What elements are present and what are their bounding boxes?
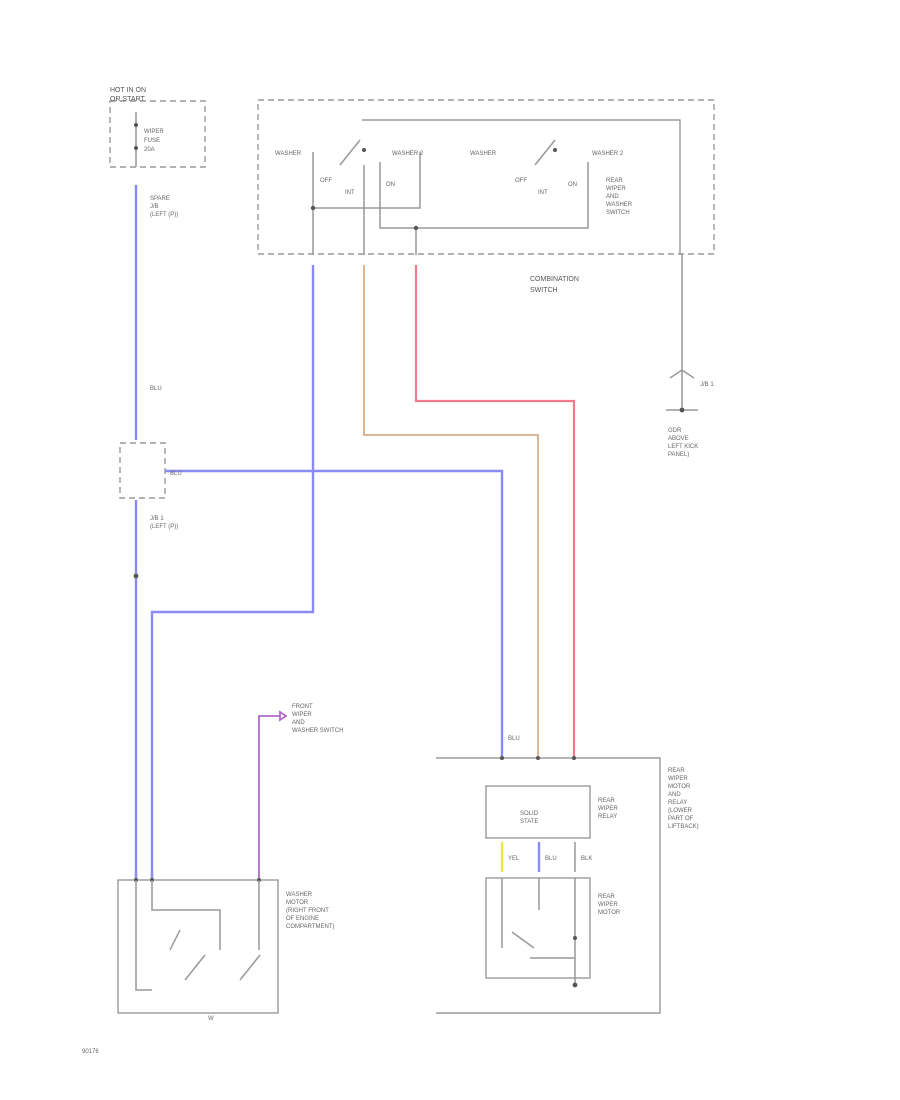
switch-label-washer4: WASHER 2 bbox=[592, 151, 624, 157]
switch-label-on2: ON bbox=[568, 182, 577, 188]
rear-relay-label-2: WIPER bbox=[598, 806, 618, 812]
solid-state-label-2: STATE bbox=[520, 819, 538, 825]
wire-red bbox=[414, 265, 576, 758]
combination-switch-box bbox=[257, 99, 715, 255]
wire-color-blu-3: BLU bbox=[545, 856, 557, 862]
front-washer-label-2: WIPER bbox=[292, 712, 312, 718]
washer-motor-label-2: MOTOR bbox=[286, 900, 309, 906]
switch-label-washer3: WASHER bbox=[470, 151, 497, 157]
rear-motor-relay-label-3: MOTOR bbox=[668, 784, 691, 790]
switch-contact-1 bbox=[339, 139, 361, 166]
jb-label-2: J/B bbox=[150, 204, 159, 210]
jb-label-3: (LEFT (P)) bbox=[150, 212, 178, 218]
washer-motor-label-5: COMPARTMENT) bbox=[286, 924, 334, 930]
washer-motor-box bbox=[117, 879, 279, 1014]
washer-motor-label-1: WASHER bbox=[286, 892, 313, 898]
combination-switch-label-2: SWITCH bbox=[530, 287, 558, 294]
switch-label-off2: OFF bbox=[515, 178, 527, 184]
wire-color-blk: BLK bbox=[581, 856, 592, 862]
fuse-label-1: WIPER bbox=[144, 129, 164, 135]
rear-relay-label-3: RELAY bbox=[598, 814, 617, 820]
switch-line-a bbox=[312, 152, 421, 209]
ground-label-3: LEFT KICK bbox=[668, 444, 698, 450]
washer-internal-2 bbox=[151, 880, 221, 950]
front-washer-label-4: WASHER SWITCH bbox=[292, 728, 343, 734]
fuse-header-label-1: HOT IN ON bbox=[110, 87, 146, 94]
jb1-connector-box bbox=[119, 442, 166, 499]
rear-wiper-motor-bracket bbox=[436, 757, 661, 1014]
washer-bottom-label: W bbox=[208, 1016, 214, 1022]
fuse-label-2: FUSE bbox=[144, 138, 160, 144]
switch-label-washer2: WASHER 2 bbox=[392, 151, 424, 157]
rear-relay-label-1: REAR bbox=[598, 798, 615, 804]
ground-label-1: GDR bbox=[668, 428, 682, 434]
rear-motor-relay-label-5: RELAY bbox=[668, 800, 687, 806]
rear-switch-label-1: REAR bbox=[606, 178, 623, 184]
switch-label-on: ON bbox=[386, 182, 395, 188]
rear-switch-label-5: SWITCH bbox=[606, 210, 630, 216]
figure-id: 90176 bbox=[82, 1049, 99, 1055]
switch-line-b bbox=[379, 162, 589, 229]
washer-motor-label-4: OF ENGINE bbox=[286, 916, 319, 922]
rear-switch-label-4: WASHER bbox=[606, 202, 633, 208]
rear-motor-relay-label-1: REAR bbox=[668, 768, 685, 774]
jb-ground-label: J/B 1 bbox=[700, 382, 714, 388]
fuse-header-label-2: OR START bbox=[110, 96, 145, 103]
wire-blu-washer bbox=[150, 265, 315, 880]
switch-bus-top bbox=[362, 119, 681, 254]
wire-color-blu-4: BLU bbox=[508, 736, 520, 742]
wire-color-yel: YEL bbox=[508, 856, 520, 862]
rear-motor-label-2: WIPER bbox=[598, 902, 618, 908]
wire-color-blu-2: BLU bbox=[170, 471, 182, 477]
rear-motor-label-3: MOTOR bbox=[598, 910, 621, 916]
switch-contact-2 bbox=[534, 139, 556, 166]
washer-internal-1 bbox=[135, 880, 152, 991]
rear-switch-label-2: WIPER bbox=[606, 186, 626, 192]
jb-label-1: SPARE bbox=[150, 196, 170, 202]
rear-wiper-motor-box bbox=[485, 877, 591, 979]
solid-state-label-1: SOLID bbox=[520, 811, 539, 817]
washer-motor-label-3: (RIGHT FRONT bbox=[286, 908, 329, 914]
rear-switch-label-3: AND bbox=[606, 194, 619, 200]
combination-switch-label-1: COMBINATION bbox=[530, 276, 579, 283]
ground-label-2: ABOVE bbox=[668, 436, 689, 442]
wire-purple bbox=[258, 715, 280, 880]
rear-motor-relay-label-7: PART OF bbox=[668, 816, 694, 822]
ground-symbol bbox=[669, 369, 695, 379]
jb1-label-2: (LEFT (P)) bbox=[150, 524, 178, 530]
rear-motor-relay-label-6: (LOWER bbox=[668, 808, 693, 814]
front-washer-label-3: AND bbox=[292, 720, 305, 726]
rear-motor-relay-label-4: AND bbox=[668, 792, 681, 798]
rear-motor-relay-label-8: LIFTBACK) bbox=[668, 824, 699, 830]
rear-motor-relay-label-2: WIPER bbox=[668, 776, 688, 782]
wire-blu-rear-relay bbox=[165, 469, 504, 758]
switch-label-washer: WASHER bbox=[275, 151, 302, 157]
front-washer-label-1: FRONT bbox=[292, 704, 313, 710]
switch-label-off: OFF bbox=[320, 178, 332, 184]
fuse-label-3: 20A bbox=[144, 147, 155, 153]
switch-label-int2: INT bbox=[538, 190, 548, 196]
wire-color-blu: BLU bbox=[150, 386, 162, 392]
rear-motor-label-1: REAR bbox=[598, 894, 615, 900]
switch-label-int: INT bbox=[345, 190, 355, 196]
solid-state-box bbox=[485, 785, 591, 839]
ground-label-4: PANEL) bbox=[668, 452, 689, 458]
wire-tan bbox=[363, 265, 539, 758]
jb1-label-1: J/B 1 bbox=[150, 516, 164, 522]
